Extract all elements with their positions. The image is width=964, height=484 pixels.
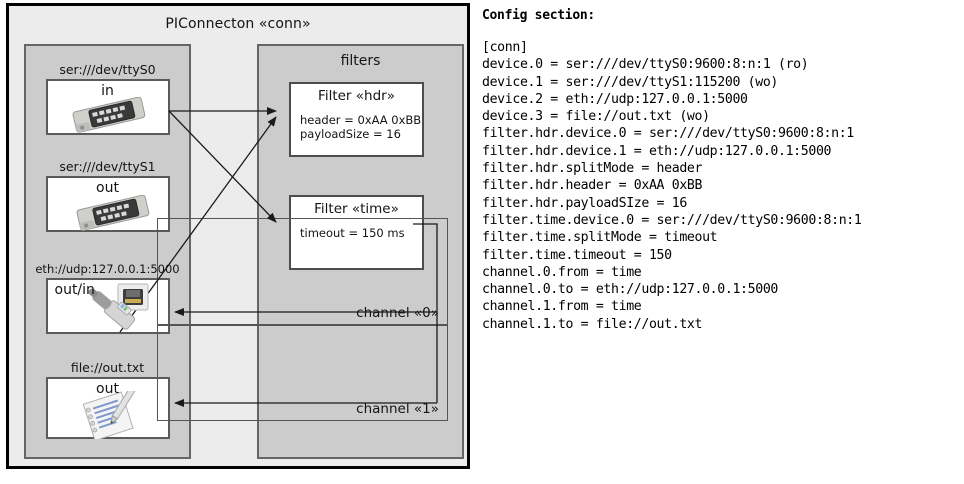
config-line: filter.time.timeout = 150	[482, 247, 672, 263]
config-line: channel.1.to = file://out.txt	[482, 316, 703, 332]
config-line: device.3 = file://out.txt (wo)	[482, 109, 710, 125]
device-box-file[interactable]: out	[45, 377, 170, 439]
config-line: channel.1.from = time	[482, 299, 642, 315]
channel-label-1: channel «1»	[356, 401, 439, 417]
filter-prop: timeout = 150 ms	[300, 226, 405, 240]
config-line: device.2 = eth://udp:127.0.0.1:5000	[482, 91, 748, 107]
serial-port-icon	[72, 97, 145, 133]
device-label-file: file://out.txt	[70, 360, 145, 375]
config-line: filter.hdr.device.1 = eth://udp:127.0.0.…	[482, 143, 832, 159]
diagram-outer-frame: PIConnecton «conn» ser:///dev/ttyS0 in	[6, 3, 470, 469]
device-box-eth[interactable]: out/in	[45, 278, 170, 334]
device-group-ttyS0: ser:///dev/ttyS0 in	[26, 62, 189, 135]
channel-box-1[interactable]: channel «1»	[157, 325, 448, 421]
diagram-title: PIConnecton «conn»	[165, 16, 311, 32]
config-line: filter.time.splitMode = timeout	[482, 230, 718, 246]
device-io-label: out	[96, 180, 119, 196]
config-heading: Config section:	[482, 8, 595, 23]
filter-title-time: Filter «time»	[314, 201, 399, 217]
config-line: filter.hdr.device.0 = ser:///dev/ttyS0:9…	[482, 126, 854, 142]
config-line: filter.time.device.0 = ser:///dev/ttyS0:…	[482, 212, 862, 228]
config-line: filter.hdr.splitMode = header	[482, 161, 703, 177]
device-io-label: out	[96, 381, 119, 397]
config-section: Config section: [conn] device.0 = ser:///…	[482, 8, 960, 333]
filter-prop: header = 0xAA 0xBB	[300, 113, 422, 127]
config-lines: [conn] device.0 = ser:///dev/ttyS0:9600:8…	[482, 39, 960, 333]
config-line: filter.hdr.payloadSIze = 16	[482, 195, 687, 211]
device-label-ttyS0: ser:///dev/ttyS0	[59, 62, 156, 77]
device-group-file: file://out.txt out	[26, 360, 189, 439]
channel-label-0: channel «0»	[356, 305, 439, 321]
config-line: filter.hdr.header = 0xAA 0xBB	[482, 178, 703, 194]
notepad-icon	[82, 391, 136, 439]
serial-port-icon	[76, 195, 149, 231]
config-line: device.1 = ser:///dev/ttyS1:115200 (wo)	[482, 74, 778, 90]
device-io-label: in	[101, 83, 114, 99]
config-line: channel.0.from = time	[482, 264, 642, 280]
config-line: channel.0.to = eth://udp:127.0.0.1:5000	[482, 282, 778, 298]
config-line: device.0 = ser:///dev/ttyS0:9600:8:n:1 (…	[482, 57, 809, 73]
filter-box-time[interactable]: Filter «time» timeout = 150 ms	[289, 195, 424, 270]
config-line: [conn]	[482, 40, 528, 55]
filters-panel: filters Filter «hdr» header = 0xAA 0xBB …	[157, 44, 464, 459]
device-label-ttyS1: ser:///dev/ttyS1	[59, 159, 156, 174]
device-box-ttyS1[interactable]: out	[45, 176, 170, 232]
filter-title-hdr: Filter «hdr»	[318, 88, 395, 104]
filter-prop: payloadSize = 16	[300, 127, 401, 141]
channel-box-0[interactable]: channel «0»	[157, 218, 448, 325]
filter-box-hdr[interactable]: Filter «hdr» header = 0xAA 0xBB payloadS…	[289, 82, 424, 157]
device-box-ttyS0[interactable]: in	[45, 79, 170, 135]
filters-panel-title: filters	[340, 53, 381, 69]
device-io-label: out/in	[54, 282, 95, 298]
